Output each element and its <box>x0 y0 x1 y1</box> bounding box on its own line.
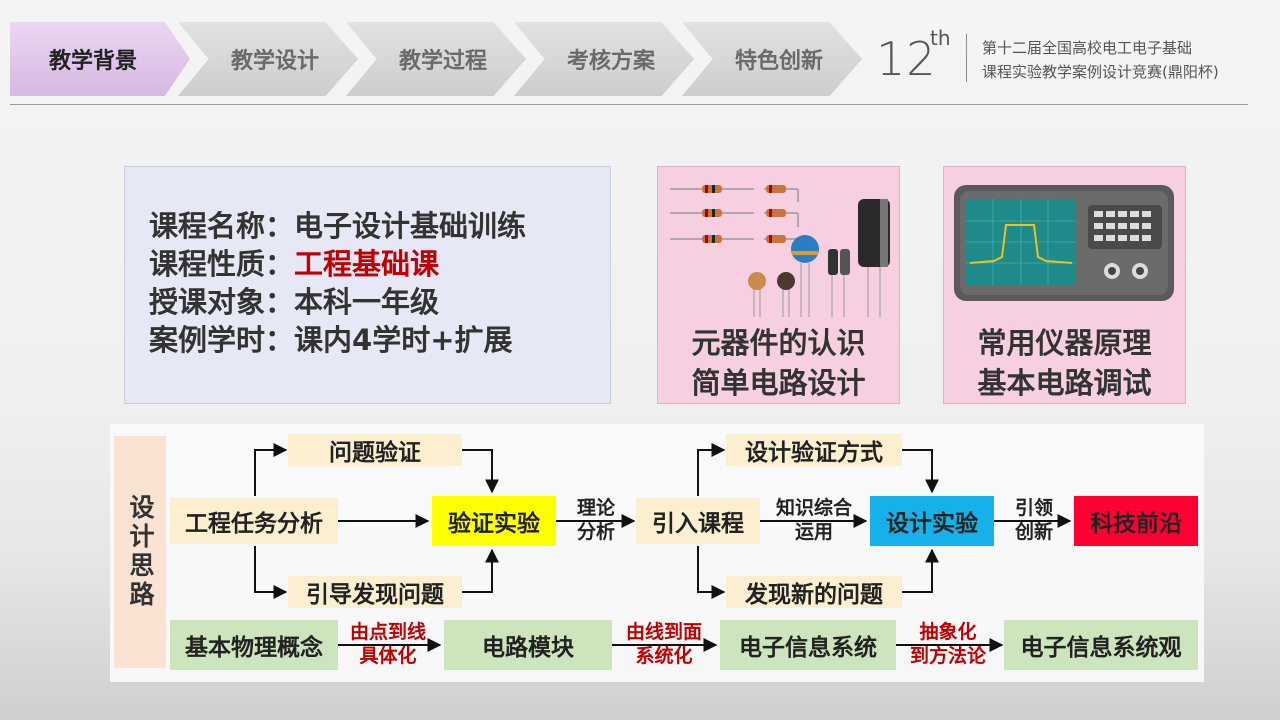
point-line-1: 由点到线 <box>349 621 426 643</box>
components-caption-line-1: 元器件的认识 <box>691 326 866 360</box>
verify-experiment-text: 验证实验 <box>448 511 540 537</box>
edition-badge: 12 th <box>876 26 951 86</box>
competition-line-1: 第十二届全国高校电工电子基础 <box>982 39 1193 57</box>
tab-feature-innovation[interactable]: 特色创新 <box>682 22 862 96</box>
info-system-box: 电子信息系统 <box>720 620 896 670</box>
course-audience-label: 授课对象： <box>149 285 295 319</box>
tech-frontier-box: 科技前沿 <box>1074 496 1198 546</box>
problem-verify-box: 问题验证 <box>288 434 462 466</box>
lead-innovation-label: 引领 创新 <box>1008 496 1060 544</box>
edition-suffix: th <box>930 26 951 50</box>
theory-analysis-label: 理论 分析 <box>570 496 622 544</box>
line-to-plane-label: 由线到面 系统化 <box>614 620 714 668</box>
tab-label: 教学背景 <box>48 49 137 74</box>
course-nature-value: 工程基础课 <box>294 247 440 281</box>
instruments-caption: 常用仪器原理 基本电路调试 <box>944 323 1185 403</box>
course-hours-value: 课内4学时+扩展 <box>294 323 513 357</box>
lead-line-1: 引领 <box>1014 497 1053 519</box>
tab-label: 考核方案 <box>566 49 655 74</box>
electronic-components-illustration <box>670 185 890 317</box>
tab-label: 特色创新 <box>734 49 823 74</box>
system-view-box: 电子信息系统观 <box>1004 620 1198 670</box>
resistor-bodies-icon <box>702 185 786 243</box>
course-name-row: 课程名称：电子设计基础训练 <box>149 207 610 245</box>
oscilloscope-illustration <box>954 185 1174 301</box>
components-caption-line-2: 简单电路设计 <box>691 366 866 400</box>
physics-concept-text: 基本物理概念 <box>185 635 323 661</box>
system-view-text: 电子信息系统观 <box>1020 635 1182 661</box>
discover-new-text: 发现新的问题 <box>745 582 883 608</box>
knowledge-line-1: 知识综合 <box>775 497 852 519</box>
instruments-caption-line-1: 常用仪器原理 <box>977 326 1152 360</box>
lead-line-2: 创新 <box>1014 521 1053 543</box>
knowledge-apply-label: 知识综合 运用 <box>768 496 860 544</box>
line-plane-line-1: 由线到面 <box>625 621 702 643</box>
capacitor-icon <box>748 235 819 317</box>
course-audience-value: 本科一年级 <box>294 285 440 319</box>
theory-line-1: 理论 <box>576 497 615 519</box>
course-hours-label: 案例学时： <box>149 323 295 357</box>
header-divider <box>966 34 967 82</box>
tab-teaching-background[interactable]: 教学背景 <box>10 22 190 96</box>
course-info-panel: 课程名称：电子设计基础训练 课程性质：工程基础课 授课对象：本科一年级 案例学时… <box>124 166 611 404</box>
electrolytic-capacitor-icon <box>828 199 890 317</box>
tab-label: 教学过程 <box>398 49 487 74</box>
course-nature-label: 课程性质： <box>149 247 295 281</box>
top-navigation: 教学背景 教学设计 教学过程 考核方案 特色创新 <box>10 22 880 96</box>
design-idea-label: 设计思路 <box>114 436 166 668</box>
problem-verify-text: 问题验证 <box>329 440 421 466</box>
design-verify-mode-box: 设计验证方式 <box>726 434 902 466</box>
abstraction-line-1: 抽象化 <box>919 621 977 643</box>
knowledge-line-2: 运用 <box>794 521 833 543</box>
instruments-panel: 常用仪器原理 基本电路调试 <box>943 166 1186 404</box>
discover-new-box: 发现新的问题 <box>726 576 902 608</box>
tech-frontier-text: 科技前沿 <box>1090 511 1182 537</box>
physics-concept-box: 基本物理概念 <box>170 620 338 670</box>
course-name-label: 课程名称： <box>149 209 295 243</box>
task-analysis-box: 工程任务分析 <box>170 498 338 544</box>
circuit-module-text: 电路模块 <box>482 635 574 661</box>
line-plane-line-2: 系统化 <box>635 645 693 667</box>
point-line-2: 具体化 <box>359 645 417 667</box>
course-name-value: 电子设计基础训练 <box>294 209 527 243</box>
course-hours-row: 案例学时：课内4学时+扩展 <box>149 321 610 359</box>
components-panel: 元器件的认识 简单电路设计 <box>657 166 900 404</box>
abstraction-label: 抽象化 到方法论 <box>898 620 998 668</box>
tab-assessment-plan[interactable]: 考核方案 <box>514 22 694 96</box>
intro-course-box: 引入课程 <box>636 498 760 544</box>
design-experiment-text: 设计实验 <box>886 511 978 537</box>
course-audience-row: 授课对象：本科一年级 <box>149 283 610 321</box>
design-experiment-box: 设计实验 <box>870 496 994 546</box>
tab-teaching-design[interactable]: 教学设计 <box>178 22 358 96</box>
course-nature-row: 课程性质：工程基础课 <box>149 245 610 283</box>
task-analysis-text: 工程任务分析 <box>185 511 323 537</box>
abstraction-line-2: 到方法论 <box>909 645 986 667</box>
design-verify-mode-text: 设计验证方式 <box>745 440 883 466</box>
instruments-caption-line-2: 基本电路调试 <box>977 366 1152 400</box>
tab-teaching-process[interactable]: 教学过程 <box>346 22 526 96</box>
info-system-text: 电子信息系统 <box>739 635 877 661</box>
circuit-module-box: 电路模块 <box>444 620 612 670</box>
oscilloscope-icon <box>954 185 1174 301</box>
tab-label: 教学设计 <box>230 49 319 74</box>
edition-number: 12 <box>876 32 937 86</box>
theory-line-2: 分析 <box>576 521 615 543</box>
header-rule <box>10 104 1248 105</box>
competition-title: 第十二届全国高校电工电子基础 课程实验教学案例设计竞赛(鼎阳杯) <box>982 36 1219 84</box>
design-idea-text: 设计思路 <box>126 494 155 610</box>
point-to-line-label: 由点到线 具体化 <box>340 620 436 668</box>
guide-discover-text: 引导发现问题 <box>306 582 444 608</box>
intro-course-text: 引入课程 <box>652 511 744 537</box>
verify-experiment-box: 验证实验 <box>432 496 556 546</box>
competition-line-2: 课程实验教学案例设计竞赛(鼎阳杯) <box>982 63 1219 81</box>
components-caption: 元器件的认识 简单电路设计 <box>658 323 899 403</box>
guide-discover-box: 引导发现问题 <box>288 576 462 608</box>
